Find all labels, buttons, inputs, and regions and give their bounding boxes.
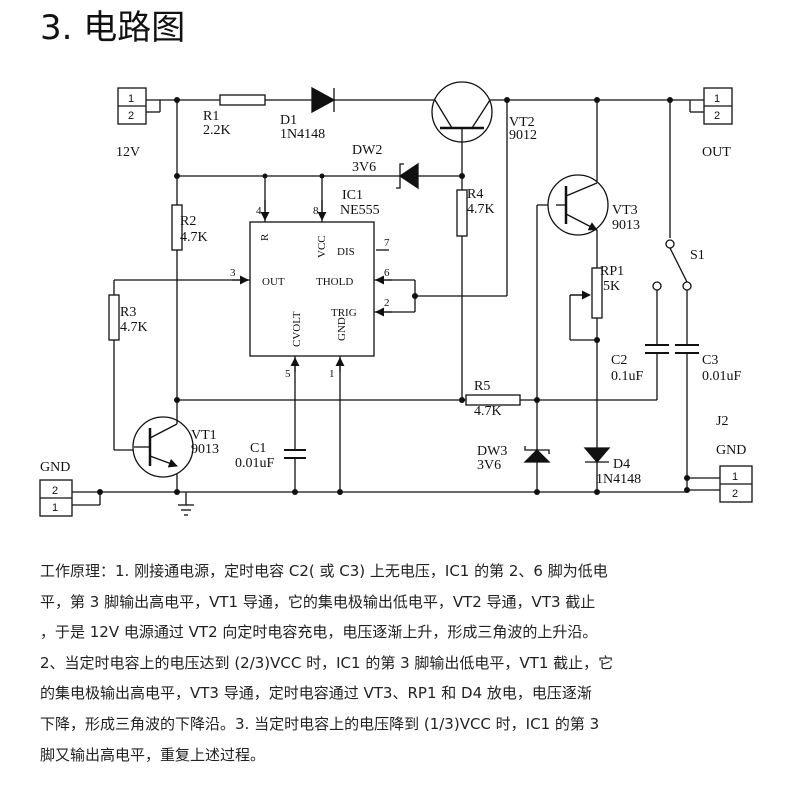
j2-ref: J2 [716,414,728,429]
vout-label: OUT [702,145,731,160]
rp1-ref: RP1 [600,264,624,279]
gnd-left-pin-b: 1 [52,502,58,514]
vt3-ref: VT3 [612,203,638,218]
vt2-ref: VT2 [509,115,535,130]
transistor-vt3 [547,174,609,236]
d1-ref: D1 [280,113,297,128]
j2-pin-2: 2 [732,488,738,500]
page-title: 3. 电路图 [40,8,186,48]
r2-value: 4.7K [180,230,208,245]
vin-pin-1: 1 [128,93,134,105]
circuit-diagram: 1 2 12V 1 2 OUT GND 2 1 J2 GND 1 2 R1 2.… [39,81,753,517]
ic-pin-1-number: 1 [329,368,335,380]
d4-value: 1N4148 [596,472,641,487]
resistor-r1 [219,94,266,106]
s1-ref: S1 [690,248,705,263]
ic-pin-trig-label: TRIG [331,307,357,319]
r4-ref: R4 [467,187,483,202]
diode-d4 [583,447,611,463]
description-line: 的集电极输出高电平，VT3 导通，定时电容通过 VT3、RP1 和 D4 放电，… [40,684,592,703]
ic-pin-5-number: 5 [285,368,291,380]
junction-dots [97,97,690,495]
capacitor-c1 [284,449,306,459]
description-line: 2、当定时电容上的电压达到 (2/3)VCC 时，IC1 的第 3 脚输出低电平… [40,653,614,672]
r5-ref: R5 [474,379,490,394]
vt1-value: 9013 [191,442,219,457]
d1-value: 1N4148 [280,127,325,142]
c3-value: 0.01uF [702,369,742,384]
ic-pin-8-number: 8 [313,205,319,217]
working-principle-text: 工作原理：1. 刚接通电源，定时电容 C2( 或 C3) 上无电压，IC1 的第… [40,556,755,770]
r4-value: 4.7K [467,202,495,217]
transistor-vt2 [431,81,493,143]
c2-value: 0.1uF [611,369,644,384]
description-line: 脚又输出高电平，重复上述过程。 [40,745,266,764]
gnd-left-label: GND [40,460,70,475]
ic-pin-vcc-label: VCC [316,235,328,258]
zener-dw3 [523,446,551,463]
d4-ref: D4 [613,457,630,472]
ic-pin-gnd-label: GND [336,317,348,341]
description-line: 工作原理：1. 刚接通电源，定时电容 C2( 或 C3) 上无电压，IC1 的第… [40,562,608,580]
r1-ref: R1 [203,109,219,124]
r3-value: 4.7K [120,320,148,335]
dw3-ref: DW3 [477,444,507,459]
ic1-ref: IC1 [342,188,363,203]
zener-dw2 [396,162,419,190]
j2-pin-1: 1 [732,471,738,483]
dw3-value: 3V6 [477,458,501,473]
ic-pin-6-number: 6 [384,267,390,279]
ic-pin-3-number: 3 [230,267,236,279]
capacitor-c3 [675,344,699,354]
ic-pin-4-number: 4 [256,205,262,217]
description-line: ，于是 12V 电源通过 VT2 向定时电容充电，电压逐渐上升，形成三角波的上升… [40,623,598,642]
ic-pin-r-label: R [259,233,271,241]
vt2-value: 9012 [509,128,537,143]
labels: 1 2 12V 1 2 OUT GND 2 1 J2 GND 1 2 R1 2.… [40,93,746,514]
vt3-value: 9013 [612,218,640,233]
capacitor-c2 [645,344,669,354]
transistor-vt1 [132,400,194,478]
resistor-r5 [465,394,521,406]
j2-label: GND [716,443,746,458]
ic-pin-thold-label: THOLD [316,276,353,288]
gnd-left-pin-a: 2 [52,485,58,497]
r1-value: 2.2K [203,123,231,138]
r3-ref: R3 [120,305,136,320]
diode-d1 [311,86,336,114]
c3-ref: C3 [702,353,718,368]
vin-pin-2: 2 [128,110,134,122]
resistor-r2 [171,204,183,251]
dw2-ref: DW2 [352,143,382,158]
c1-ref: C1 [250,441,266,456]
c1-value: 0.01uF [235,456,275,471]
potentiometer-rp1 [570,267,603,319]
rp1-value: 5K [603,279,620,294]
dw2-value: 3V6 [352,160,376,175]
resistor-r4 [456,189,468,237]
ic-pin-dis-label: DIS [337,246,355,258]
ic-pin-cvolt-label: CVOLT [291,311,303,347]
ic-pin-2-number: 2 [384,297,390,309]
description-line: 下降，形成三角波的下降沿。3. 当定时电容上的电压降到 (1/3)VCC 时，I… [40,714,600,733]
r5-value: 4.7K [474,404,502,419]
vt1-ref: VT1 [191,428,217,443]
ic1-body [249,221,375,357]
ic-pin-out-label: OUT [262,276,285,288]
ic1-value: NE555 [340,203,380,218]
vout-pin-1: 1 [714,93,720,105]
ic-pin-7-number: 7 [384,237,390,249]
r2-ref: R2 [180,214,196,229]
switch-s1 [652,239,692,291]
description-line: 平，第 3 脚输出高电平，VT1 导通，它的集电极输出低电平，VT2 导通，VT… [40,592,596,611]
vout-pin-2: 2 [714,110,720,122]
vin-label: 12V [116,145,140,160]
resistor-r3 [108,294,120,341]
c2-ref: C2 [611,353,627,368]
